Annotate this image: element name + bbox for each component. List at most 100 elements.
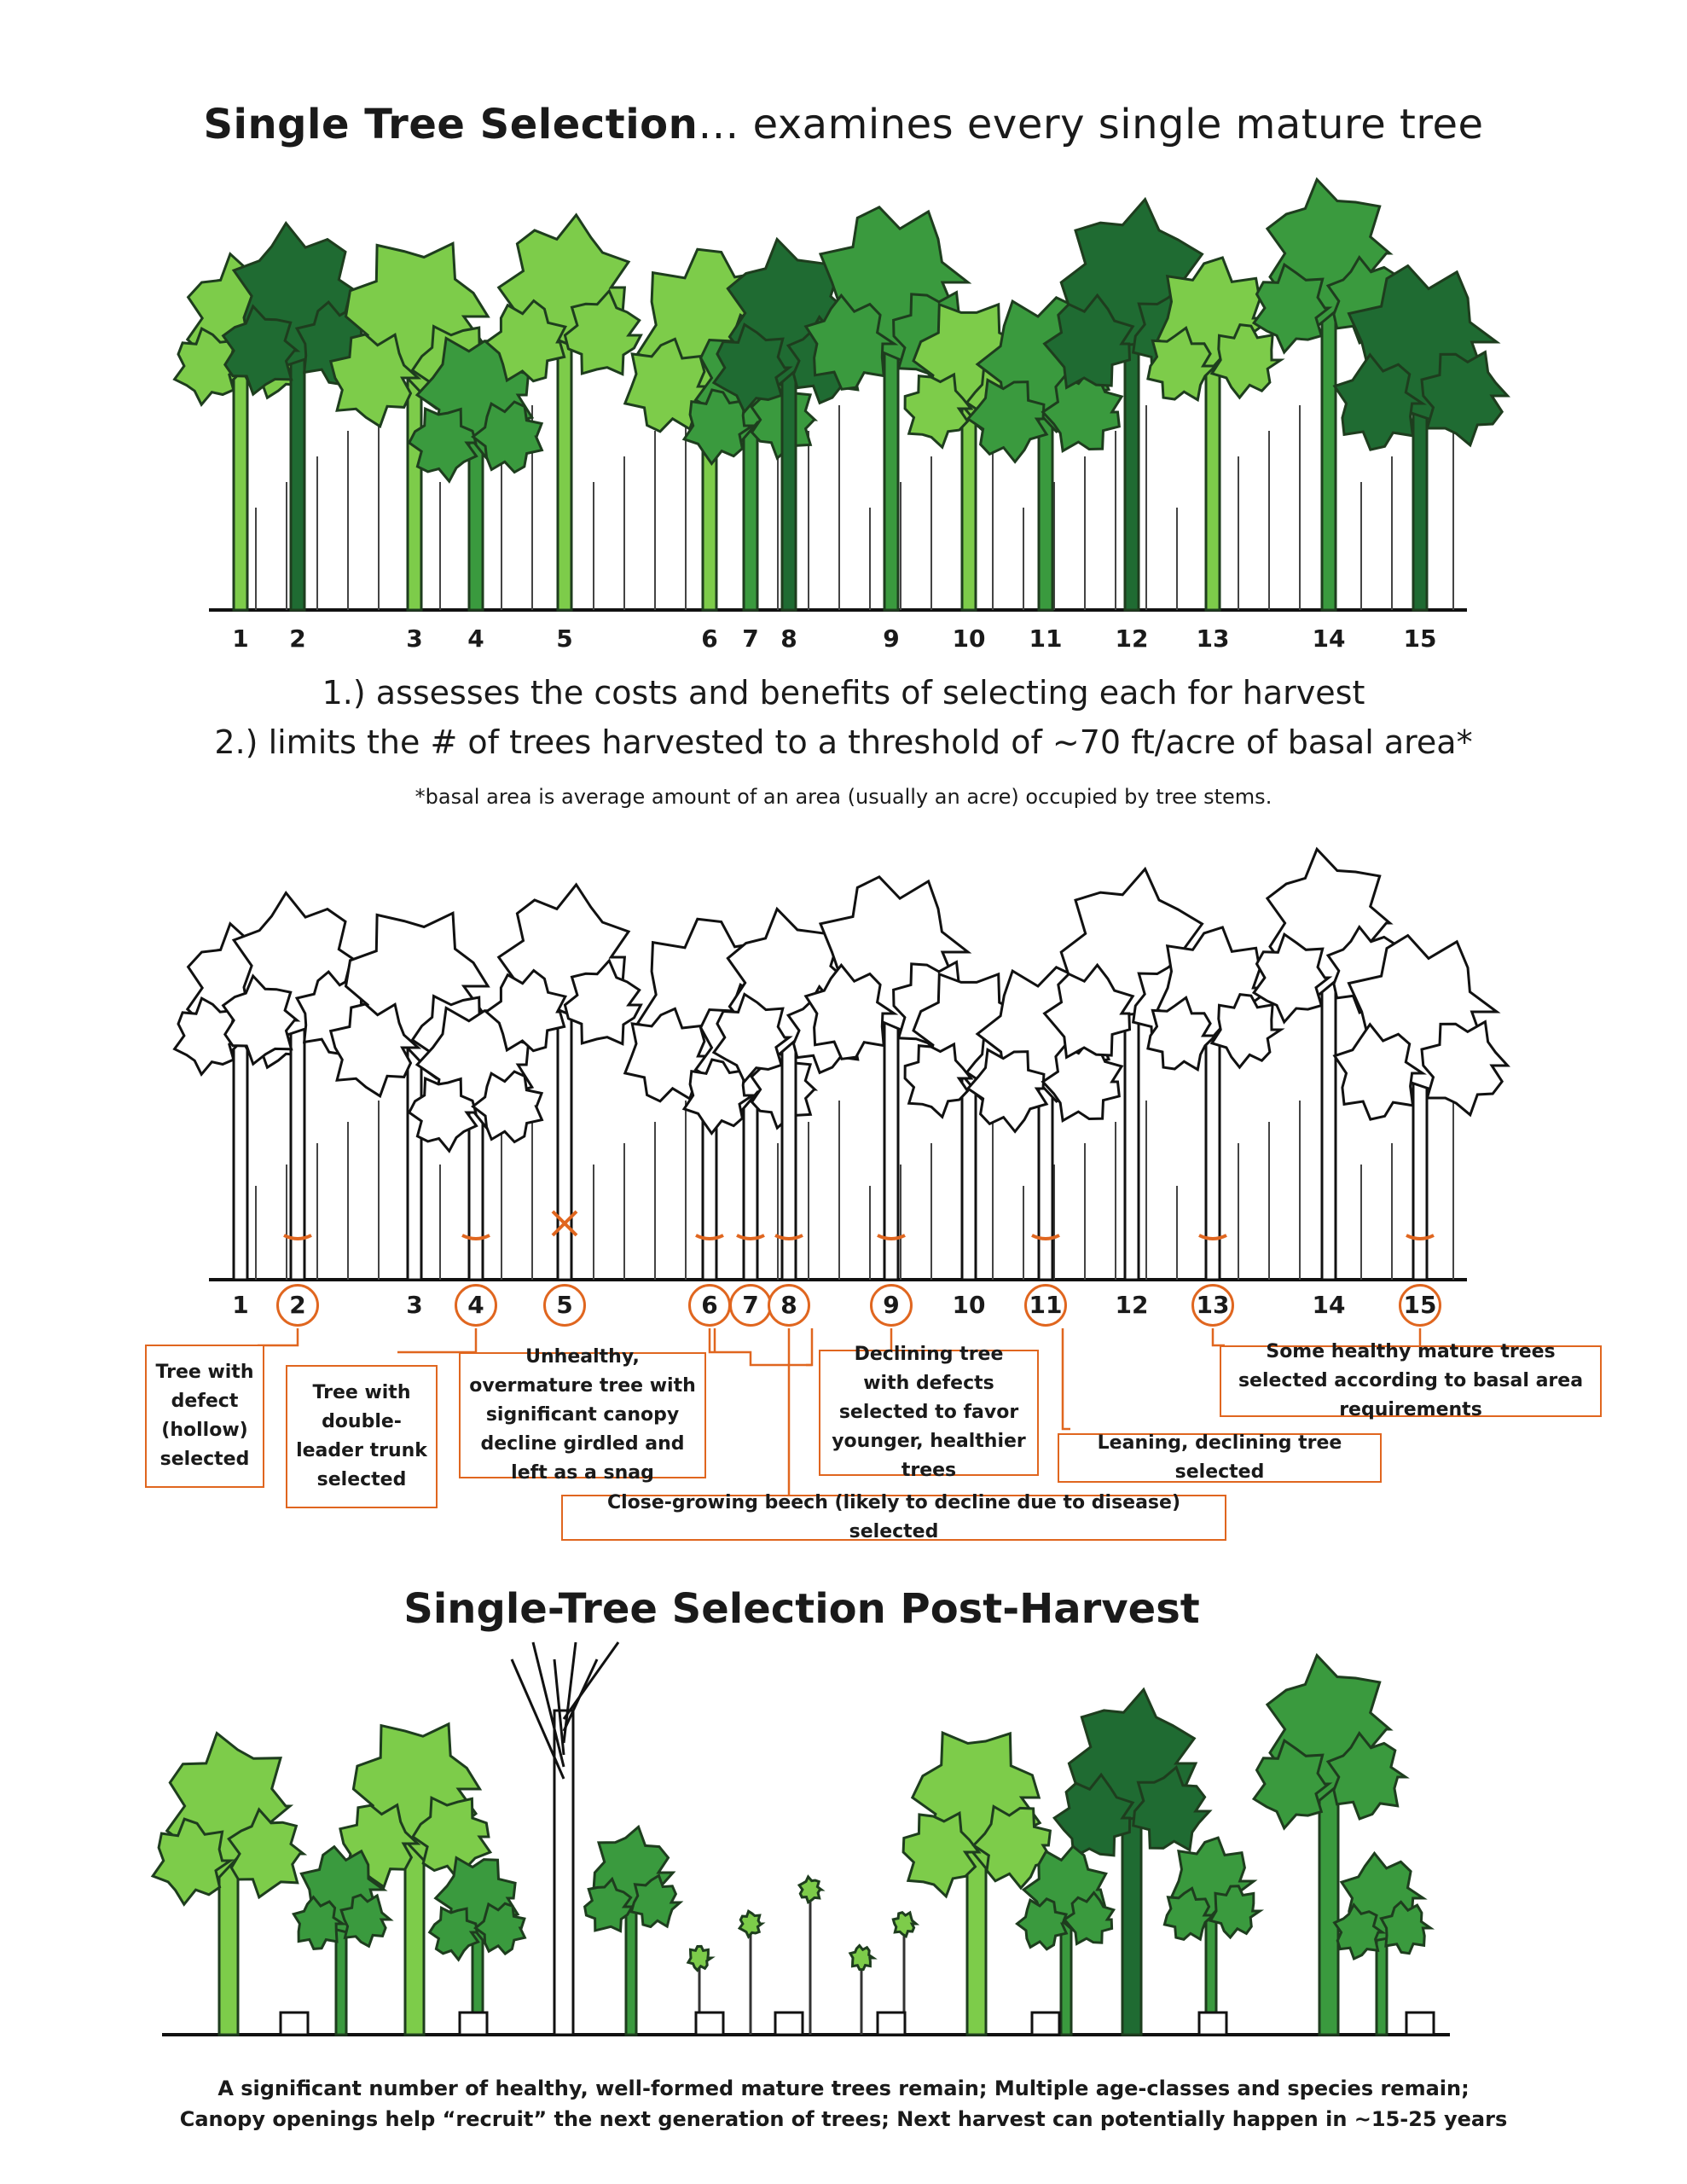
tree-trunk xyxy=(1320,293,1337,612)
tree-trunk xyxy=(1123,327,1140,612)
tree-number: 14 xyxy=(1312,1291,1346,1319)
tree-number: 6 xyxy=(701,624,718,653)
tree-number: 10 xyxy=(952,624,986,653)
tree-trunk xyxy=(232,1022,249,1281)
selected-tree-number: 11 xyxy=(1024,1284,1067,1327)
selected-tree-number: 15 xyxy=(1399,1284,1441,1327)
tree-crown xyxy=(1146,326,1219,403)
stump xyxy=(876,2011,907,2036)
tree-crown xyxy=(563,288,643,376)
snag-branch xyxy=(562,1641,620,1720)
callout-tree-11: Leaning, declining tree selected xyxy=(1058,1432,1382,1483)
tree-crown xyxy=(1209,992,1285,1070)
tree-crown xyxy=(711,322,793,415)
tree-number: 12 xyxy=(1115,1291,1149,1319)
tree-crown xyxy=(1132,1765,1213,1852)
tree-crown xyxy=(583,1876,635,1933)
tree-trunk xyxy=(289,335,306,612)
tree-crown xyxy=(150,1817,235,1907)
tree-crown xyxy=(1146,996,1219,1072)
tree-number: 14 xyxy=(1312,624,1346,653)
selected-tree-number: 4 xyxy=(455,1284,497,1327)
selected-tree-number: 9 xyxy=(870,1284,913,1327)
tree-crown xyxy=(427,1906,480,1962)
selected-tree-number: 8 xyxy=(768,1284,810,1327)
forest-illustration-post-harvest xyxy=(150,1641,1450,2036)
sapling-leaves xyxy=(737,1909,766,1939)
tree-number: 8 xyxy=(780,624,797,653)
stump xyxy=(1405,2011,1435,2036)
tree-trunk xyxy=(1204,352,1221,612)
cut-mark xyxy=(1406,1234,1435,1240)
tree-crown xyxy=(471,400,544,474)
tree-crown xyxy=(328,1002,422,1099)
sapling-leaves xyxy=(848,1943,878,1972)
tree-crown xyxy=(803,293,899,391)
post-harvest-title: Single-Tree Selection Post-Harvest xyxy=(403,1585,1200,1633)
tree-crown xyxy=(1042,962,1135,1060)
callout-tree-9: Declining tree with defects selected to … xyxy=(819,1344,1039,1481)
stump xyxy=(458,2011,489,2036)
tree-number: 3 xyxy=(406,624,423,653)
tree-crown xyxy=(407,1076,478,1153)
tree-trunk xyxy=(960,1065,977,1281)
tree-trunk xyxy=(556,996,573,1281)
tree-number: 5 xyxy=(556,624,573,653)
selected-tree-number: 5 xyxy=(543,1284,586,1327)
sapling-leaves xyxy=(797,1874,826,1904)
callout-tree-2: Tree with defect (hollow) selected xyxy=(145,1345,264,1488)
callout-trees-6-7-8: Close-growing beech (likely to decline d… xyxy=(561,1492,1226,1542)
tree-number: 1 xyxy=(232,1291,249,1319)
snag-branch xyxy=(553,1658,565,1756)
tree-crown xyxy=(1041,367,1124,454)
tree-crown xyxy=(1015,1897,1069,1951)
stump xyxy=(694,2011,725,2036)
tree-crown xyxy=(1209,322,1285,400)
tree-number: 12 xyxy=(1115,624,1149,653)
tree-crown xyxy=(1208,1885,1265,1940)
tree-number: 2 xyxy=(289,624,306,653)
tree-crown xyxy=(291,1895,347,1950)
tree-trunk xyxy=(1123,996,1140,1281)
tree-number: 15 xyxy=(1403,624,1437,653)
tree-crown xyxy=(1062,1891,1116,1946)
forest-illustration-selection xyxy=(172,846,1510,1281)
post-harvest-caption: A significant number of healthy, well-fo… xyxy=(0,2073,1687,2135)
tree-crown xyxy=(803,962,899,1060)
tree-crown xyxy=(965,1047,1049,1134)
tree-crown xyxy=(629,1873,684,1929)
stump xyxy=(774,2011,804,2036)
cut-mark xyxy=(461,1234,490,1240)
tree-number: 13 xyxy=(1196,624,1230,653)
tree-number: 4 xyxy=(467,624,484,653)
sapling-leaves xyxy=(891,1910,920,1938)
tree-number: 10 xyxy=(952,1291,986,1319)
tree-crown xyxy=(711,992,793,1084)
tree-trunk xyxy=(1204,1022,1221,1281)
callout-tree-5: Unhealthy, overmature tree with signific… xyxy=(459,1346,706,1484)
tree-crown xyxy=(484,299,568,383)
criteria-line-1: 1.) assesses the costs and benefits of s… xyxy=(322,674,1365,712)
tree-crown xyxy=(1052,1772,1135,1860)
stump xyxy=(1030,2011,1061,2036)
tree-crown xyxy=(1251,262,1333,355)
tree-trunk xyxy=(1320,962,1337,1281)
tree-crown xyxy=(473,1902,527,1956)
page-title: Single Tree Selection… examines every si… xyxy=(0,101,1687,148)
cut-mark xyxy=(1198,1234,1227,1240)
cut-mark xyxy=(877,1234,906,1240)
tree-crown xyxy=(407,406,478,484)
selected-tree-number: 2 xyxy=(276,1284,319,1327)
tree-crown xyxy=(221,304,301,397)
tree-trunk xyxy=(1412,1056,1429,1281)
selected-tree-number: 6 xyxy=(688,1284,731,1327)
tree-trunk xyxy=(556,327,573,612)
tree-crown xyxy=(903,372,974,450)
cut-mark xyxy=(1031,1234,1060,1240)
caption-line-2: Canopy openings help “recruit” the next … xyxy=(179,2107,1508,2131)
tree-trunk xyxy=(406,361,423,612)
tree-trunk xyxy=(780,1022,797,1281)
tree-trunk xyxy=(742,1082,759,1281)
callout-trees-13-15: Some healthy mature trees selected accor… xyxy=(1220,1341,1602,1420)
